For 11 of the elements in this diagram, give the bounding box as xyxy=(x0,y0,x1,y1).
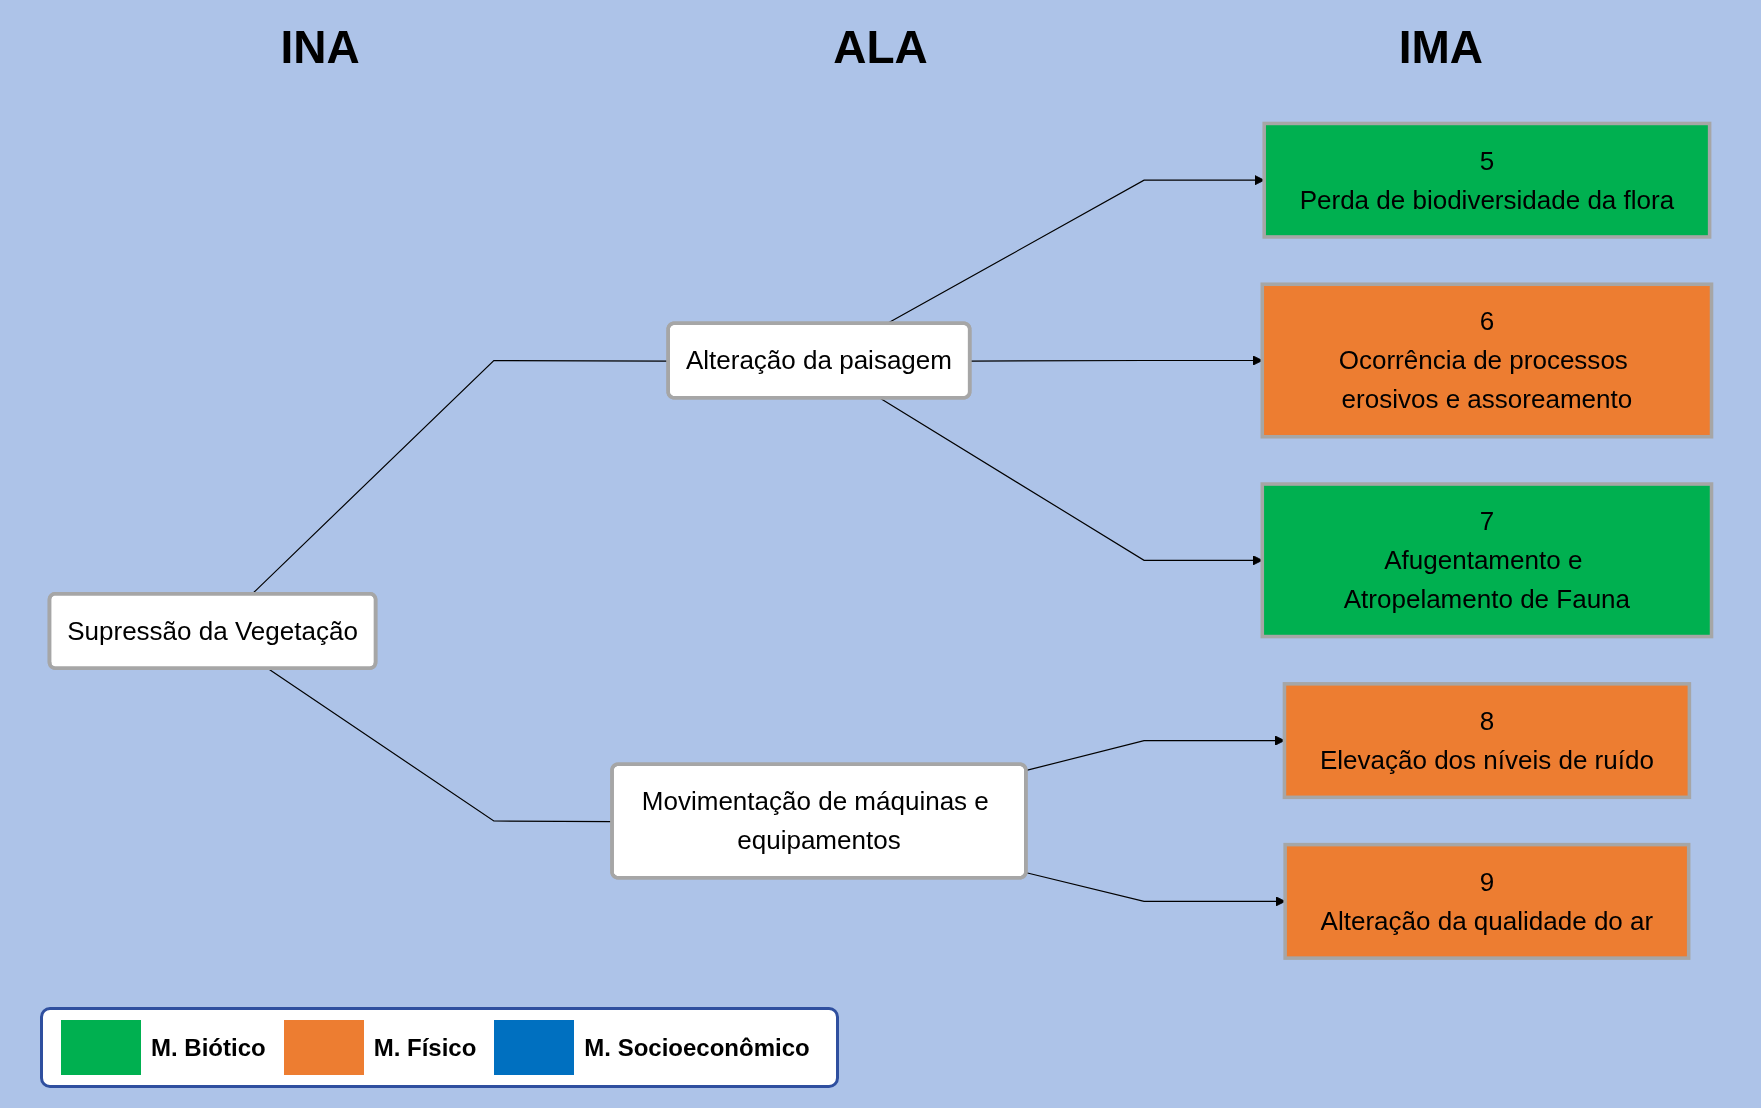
node-box: 9 Alteração da qualidade do ar xyxy=(1283,842,1691,960)
legend-label: M. Biótico xyxy=(151,1033,266,1062)
column-heading: INA xyxy=(279,20,361,74)
node-box: 7 Afugentamento e Atropelamento de Fauna xyxy=(1260,481,1714,639)
column-heading: IMA xyxy=(1397,20,1484,74)
node-box: 8 Elevação dos níveis de ruído xyxy=(1282,681,1692,799)
node-box: 6 Ocorrência de processos erosivos e assoreamento xyxy=(1260,282,1714,439)
legend-label: M. Físico xyxy=(373,1033,477,1062)
node-box: 5 Perda de biodiversidade da flora xyxy=(1262,121,1712,239)
legend-label: M. Socioeconômico xyxy=(584,1033,810,1062)
column-heading: ALA xyxy=(832,20,929,74)
